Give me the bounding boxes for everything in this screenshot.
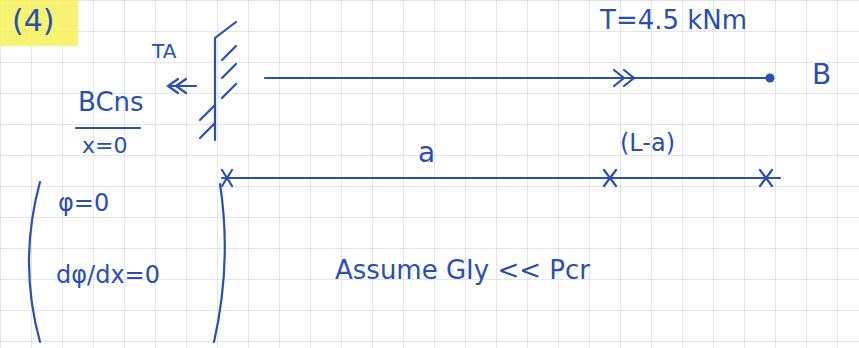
beam	[265, 77, 770, 79]
label-text: T=4.5 kNm	[600, 6, 747, 35]
underline	[76, 127, 140, 129]
label-text: (4)	[12, 4, 55, 37]
label-text: Assume GIy << Pcr	[335, 256, 590, 285]
label-text: dφ/dx=0	[56, 262, 160, 288]
label-text: a	[418, 138, 435, 169]
highlight	[0, 0, 78, 46]
dimension-line	[222, 177, 780, 179]
wall-hatch	[200, 46, 236, 138]
wall	[215, 22, 236, 140]
bracket	[29, 182, 40, 342]
end-point	[766, 74, 775, 83]
label-text: x=0	[82, 134, 127, 158]
label-text: B	[812, 60, 831, 91]
label-text: (L-a)	[620, 130, 675, 156]
reaction-arrow	[168, 79, 196, 93]
dimension-ticks	[222, 170, 772, 186]
label-text: TA	[152, 40, 176, 62]
label-text: φ=0	[58, 190, 109, 216]
bracket	[214, 184, 225, 342]
label-text: BCns	[78, 88, 144, 117]
torque-arrow	[590, 70, 634, 86]
